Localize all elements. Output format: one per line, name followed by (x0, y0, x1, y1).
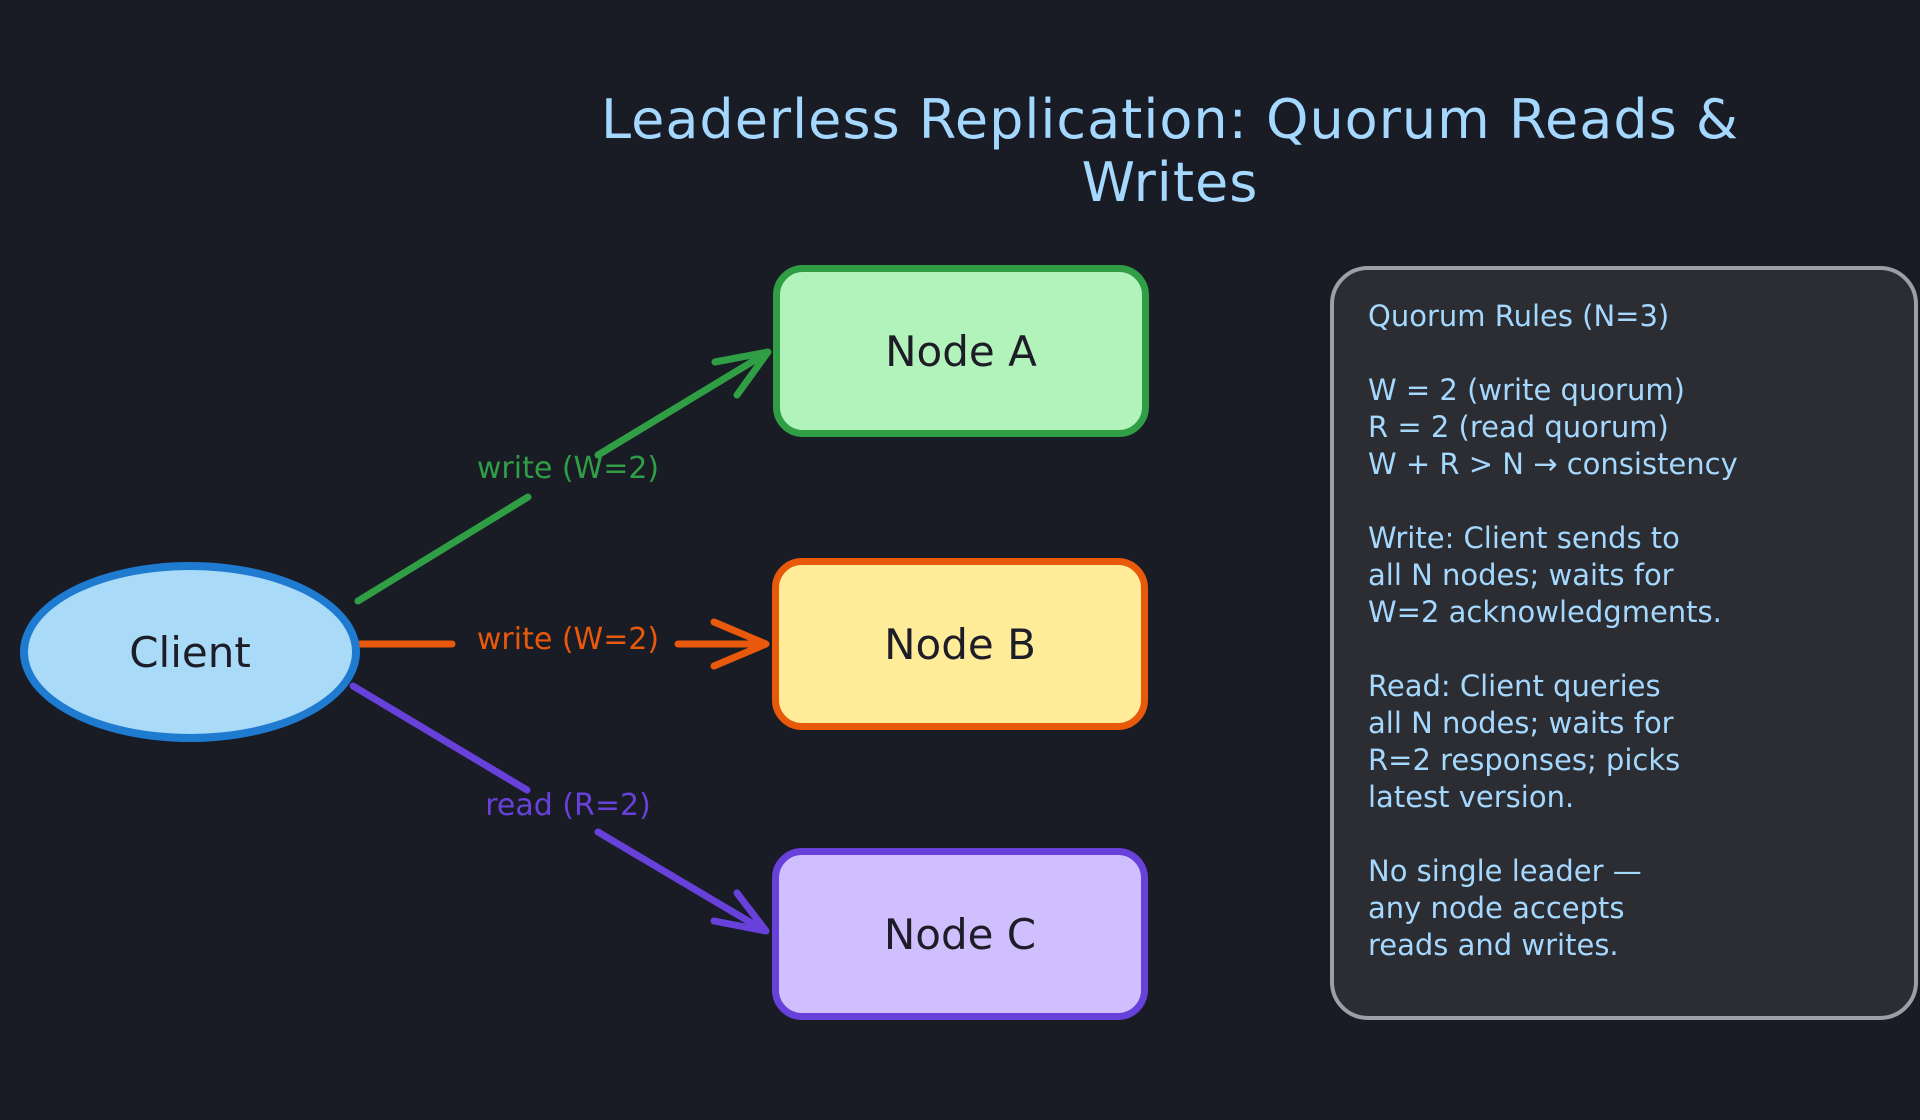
note-title: Quorum Rules (N=3) (1368, 299, 1670, 333)
write-w2-label-green: write (W=2) (476, 451, 660, 486)
node-b-box: Node B (772, 558, 1148, 730)
node-a-label: Node A (885, 326, 1037, 376)
client-ellipse: Client (20, 562, 360, 742)
client-label: Client (129, 627, 251, 677)
write-arrow-to-node-a (354, 348, 772, 605)
arrowhead-icon (710, 618, 770, 670)
note-rules: W = 2 (write quorum) R = 2 (read quorum)… (1368, 373, 1738, 481)
diagram-title: Leaderless Replication: Quorum Reads & W… (600, 88, 1740, 214)
arrowhead-icon (710, 889, 770, 935)
read-r2-label: read (R=2) (485, 788, 651, 823)
quorum-rules-note: Quorum Rules (N=3) W = 2 (write quorum) … (1330, 266, 1918, 1020)
write-arrow-to-node-b (356, 618, 770, 670)
note-leaderless-paragraph: No single leader — any node accepts read… (1368, 854, 1642, 962)
node-b-label: Node B (884, 619, 1036, 669)
node-c-box: Node C (772, 848, 1148, 1020)
write-w2-label-orange: write (W=2) (476, 622, 660, 657)
read-arrow-to-node-c (349, 682, 770, 935)
note-read-paragraph: Read: Client queries all N nodes; waits … (1368, 669, 1681, 814)
note-write-paragraph: Write: Client sends to all N nodes; wait… (1368, 521, 1722, 629)
node-a-box: Node A (773, 265, 1149, 437)
arrowhead-icon (711, 348, 772, 399)
node-c-label: Node C (883, 909, 1037, 959)
